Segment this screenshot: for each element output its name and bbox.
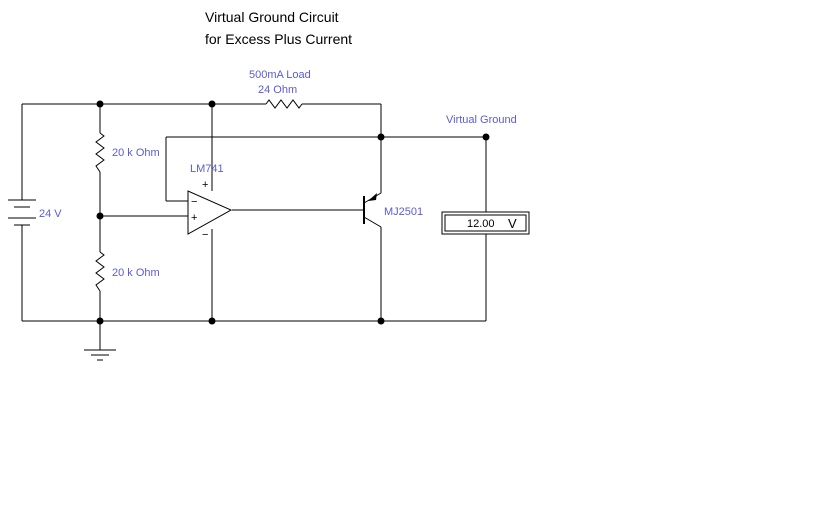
junction-dot	[377, 317, 385, 325]
junction-dot	[208, 317, 216, 325]
resistor-top-label: 20 k Ohm	[112, 147, 160, 159]
junction-dot	[377, 133, 385, 141]
resistor-bottom	[95, 251, 105, 292]
wires	[21, 103, 487, 350]
junction-dot	[96, 317, 104, 325]
circuit-title-line2: for Excess Plus Current	[205, 31, 352, 47]
opamp-inverting-input: −	[191, 196, 197, 208]
junction-dot	[96, 100, 104, 108]
junction-dot	[96, 212, 104, 220]
circuit-title-line1: Virtual Ground Circuit	[205, 9, 339, 25]
resistor-bottom-label: 20 k Ohm	[112, 267, 160, 279]
battery-symbol	[8, 199, 36, 226]
virtual-ground-label: Virtual Ground	[446, 114, 517, 126]
load-label-line2: 24 Ohm	[258, 84, 297, 96]
load-label-line1: 500mA Load	[249, 69, 311, 81]
transistor-emitter-arrow-icon	[368, 193, 377, 201]
transistor-label: MJ2501	[384, 206, 423, 218]
voltmeter: 12.00 V	[441, 211, 530, 235]
voltmeter-unit: V	[508, 216, 517, 231]
resistor-top	[95, 132, 105, 173]
junction-dots	[96, 100, 490, 325]
opamp-triangle	[187, 190, 233, 235]
battery-label: 24 V	[39, 208, 62, 220]
load-resistor	[265, 99, 303, 109]
opamp-label: LM741	[190, 163, 224, 175]
opamp-supply-minus: −	[202, 229, 208, 241]
ground-icon	[84, 349, 116, 361]
junction-dot	[482, 133, 490, 141]
voltmeter-reading: 12.00	[467, 218, 495, 230]
junction-dot	[208, 100, 216, 108]
opamp-supply-plus: +	[202, 179, 208, 191]
opamp-noninverting-input: +	[191, 212, 197, 224]
